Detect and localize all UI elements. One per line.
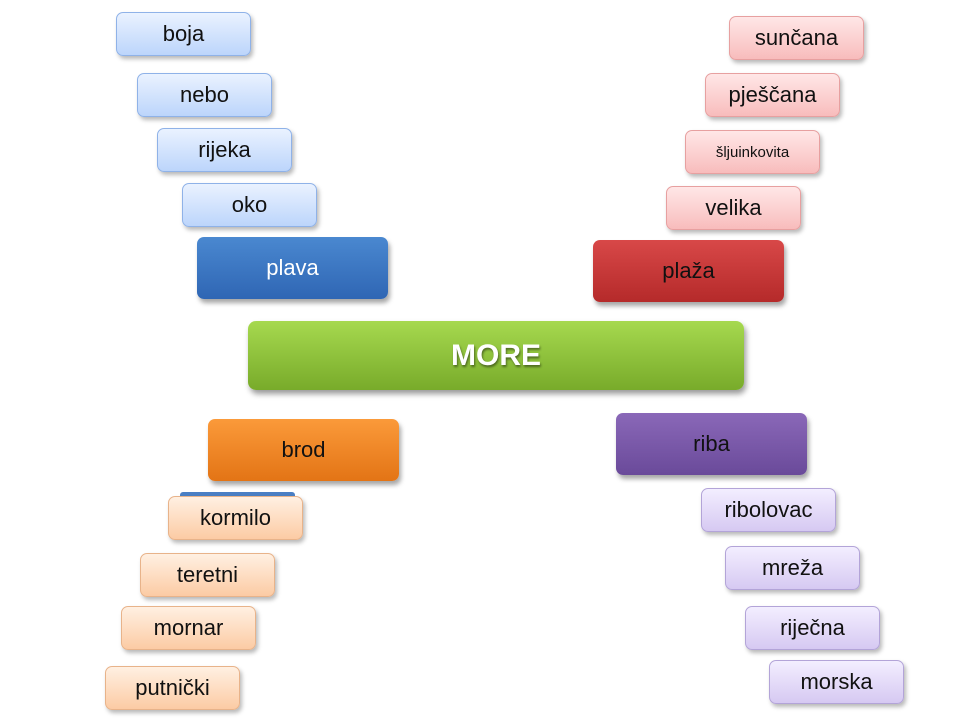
word-node-pjescana: pješčana: [705, 73, 840, 117]
word-node-morska: morska: [769, 660, 904, 704]
word-node-sljunkovita: šljuinkovita: [685, 130, 820, 174]
central-topic-node: MORE: [248, 321, 744, 390]
category-node-riba: riba: [616, 413, 807, 475]
word-node-nebo: nebo: [137, 73, 272, 117]
category-node-brod: brod: [208, 419, 399, 481]
category-node-plava: plava: [197, 237, 388, 299]
word-node-mreza: mreža: [725, 546, 860, 590]
word-node-kormilo: kormilo: [168, 496, 303, 540]
word-node-oko: oko: [182, 183, 317, 227]
category-node-plaza: plaža: [593, 240, 784, 302]
word-node-mornar: mornar: [121, 606, 256, 650]
word-node-teretni: teretni: [140, 553, 275, 597]
word-node-suncana: sunčana: [729, 16, 864, 60]
word-node-velika: velika: [666, 186, 801, 230]
word-node-rijeka: rijeka: [157, 128, 292, 172]
word-node-rijecna: riječna: [745, 606, 880, 650]
word-node-ribolovac: ribolovac: [701, 488, 836, 532]
word-node-putnicki: putnički: [105, 666, 240, 710]
word-node-boja: boja: [116, 12, 251, 56]
